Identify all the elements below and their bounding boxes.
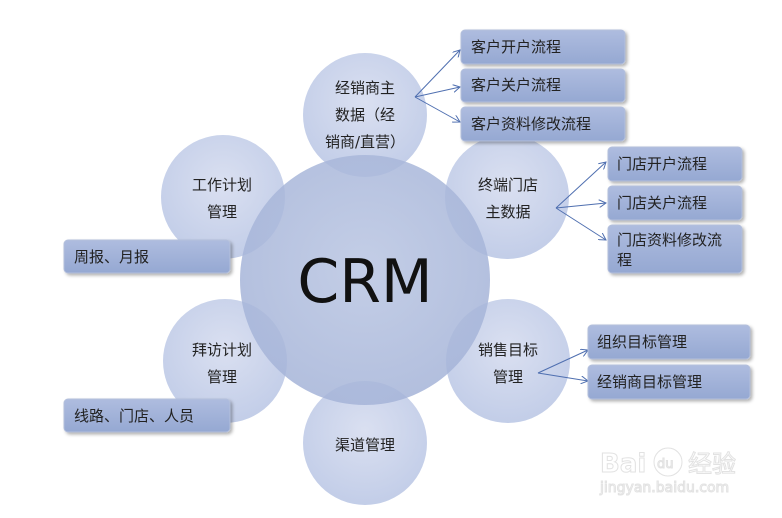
box-weekly-monthly (63, 239, 231, 274)
box-dealer-target-label: 经销商目标管理 (597, 373, 702, 391)
svg-text:du: du (657, 457, 674, 472)
box-customer-modify-label: 客户资料修改流程 (471, 115, 591, 133)
node-dealer-circle (303, 53, 427, 177)
arrow (414, 87, 460, 98)
baidu-watermark-logo: Bai du 经验 jingyan.baidu.com (599, 447, 737, 497)
svg-text:管理: 管理 (207, 203, 237, 221)
watermark-url: jingyan.baidu.com (599, 480, 729, 496)
box-route-store-staff (63, 398, 231, 433)
svg-text:终端门店: 终端门店 (478, 176, 538, 194)
box-customer-close-label: 客户关户流程 (471, 76, 561, 94)
box-store-open (607, 146, 743, 182)
svg-text:经验: 经验 (688, 450, 736, 478)
svg-text:主数据: 主数据 (485, 203, 530, 221)
svg-text:Bai: Bai (600, 449, 646, 479)
arrow (555, 162, 606, 209)
center-label: CRM (297, 247, 432, 317)
arrow (555, 207, 606, 240)
box-customer-modify (460, 106, 626, 142)
box-customer-close (460, 68, 626, 103)
svg-text:管理: 管理 (493, 368, 523, 386)
arrow (555, 203, 606, 209)
box-customer-open (460, 29, 626, 65)
node-store-label: 终端门店 主数据 (478, 176, 538, 221)
svg-text:工作计划: 工作计划 (192, 176, 252, 194)
arrow (414, 50, 460, 98)
box-weekly-monthly-label: 周报、月报 (74, 248, 149, 266)
box-org-target (587, 324, 751, 360)
node-channel-circle (303, 381, 427, 505)
node-visit-label: 拜访计划 管理 (192, 341, 252, 386)
node-channel-label: 渠道管理 (335, 436, 395, 454)
arrow (537, 372, 588, 381)
arrow (537, 350, 588, 374)
center-circle (240, 155, 490, 405)
arrow (414, 96, 460, 122)
node-sales-label: 销售目标 管理 (478, 341, 538, 386)
box-store-close (607, 185, 743, 221)
svg-text:拜访计划: 拜访计划 (192, 341, 252, 359)
svg-text:销售目标: 销售目标 (478, 341, 538, 359)
svg-text:经销商主: 经销商主 (335, 79, 395, 97)
box-customer-open-label: 客户开户流程 (471, 38, 561, 56)
box-store-modify-label-2: 程 (617, 251, 632, 269)
box-store-modify (607, 224, 743, 274)
svg-text:数据（经: 数据（经 (335, 106, 395, 124)
box-route-store-staff-label: 线路、门店、人员 (74, 407, 194, 425)
box-dealer-target (587, 364, 751, 400)
svg-text:销商/直营）: 销商/直营） (325, 133, 405, 151)
box-store-open-label: 门店开户流程 (617, 155, 707, 173)
box-store-modify-label: 门店资料修改流 (617, 231, 722, 249)
box-store-close-label: 门店关户流程 (617, 194, 707, 212)
node-work-label: 工作计划 管理 (192, 176, 252, 221)
node-dealer-label: 经销商主 数据（经 销商/直营） (325, 79, 405, 151)
box-org-target-label: 组织目标管理 (597, 333, 687, 351)
svg-text:管理: 管理 (207, 368, 237, 386)
